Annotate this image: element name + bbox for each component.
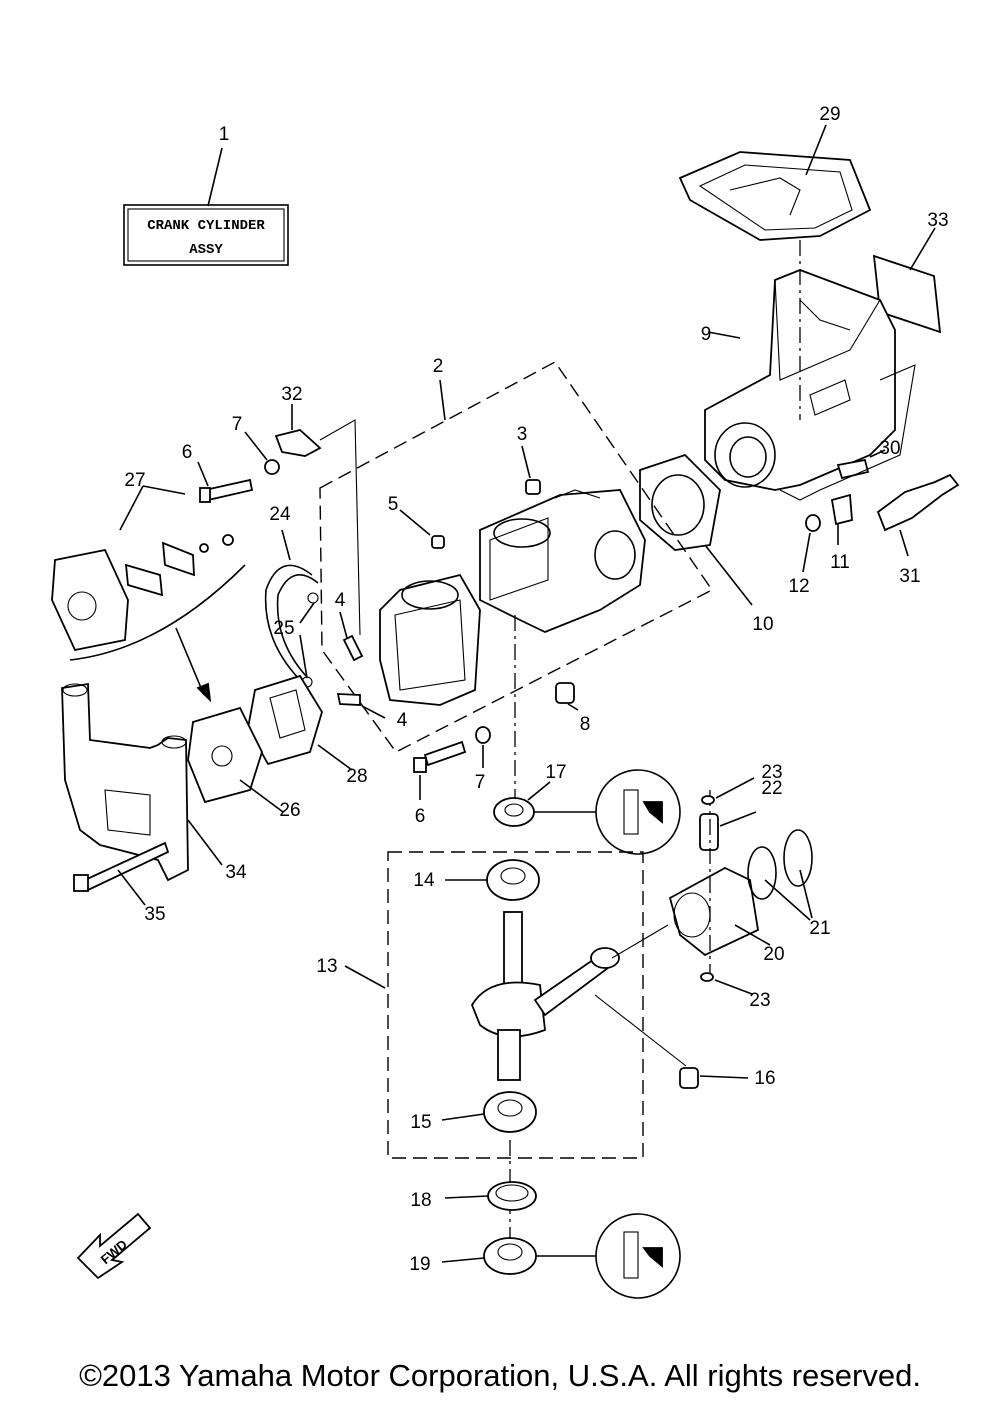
bearing-17 [493,769,681,855]
reed-27 [119,485,234,597]
piston-20 [611,866,771,959]
spark-plug-31 [876,473,960,557]
callout-10: 10 [752,614,773,635]
bearing-14 [445,859,540,901]
hose-24 [264,529,319,681]
callout-13: 13 [316,956,337,977]
callout-18: 18 [410,1190,431,1211]
callout-27: 27 [124,470,145,491]
callout-14: 14 [413,870,435,891]
callout-6b: 6 [415,806,426,827]
callout-20: 20 [763,944,784,965]
callout-28: 28 [346,766,367,787]
callout-26: 26 [279,800,300,821]
callout-21: 21 [809,918,830,939]
dowel-3 [521,445,541,495]
cylinder-group-outline-2 [319,361,714,753]
callout-15: 15 [410,1112,431,1133]
dowel-8 [555,682,579,711]
callout-3: 3 [517,424,528,445]
bolt-11 [830,493,853,545]
reed-plate [51,548,129,652]
copyright-notice: ©2013 Yamaha Motor Corporation, U.S.A. A… [79,1358,921,1393]
callout-7b: 7 [475,772,486,793]
clip-23a [701,777,755,805]
callout-31: 31 [899,566,920,587]
bearing-19 [441,1213,681,1299]
label-box-line2: ASSY [189,242,223,258]
callout-34: 34 [225,862,247,883]
callout-22: 22 [761,778,782,799]
bolt-4a [339,611,364,662]
callout-4a: 4 [335,590,346,611]
cylinder-block [479,489,646,633]
top-cover-29 [678,124,872,241]
callout-7a: 7 [232,414,243,435]
gasket-10 [639,453,753,606]
gasket-28 [247,674,353,771]
callout-24: 24 [269,504,291,525]
callout-25: 25 [273,618,294,639]
crank-cylinder-label: CRANK CYLINDER ASSY [123,147,289,266]
bolt-35 [73,841,170,906]
bolt-30 [836,449,886,480]
callout-29: 29 [819,104,840,125]
seal-18 [444,1181,537,1211]
dowel-5 [399,509,445,549]
callout-23a: 23 [761,762,782,783]
callout-32: 32 [281,384,302,405]
callout-8: 8 [580,714,591,735]
bearing-15 [441,1091,537,1133]
bracket-9 [704,240,896,491]
callout-12: 12 [788,576,809,597]
decal-33 [872,227,942,334]
washer-7a [244,431,280,475]
washer-12 [802,514,821,573]
bolt-6a [197,461,254,503]
callout-4b: 4 [397,710,408,731]
callout-16: 16 [754,1068,775,1089]
fwd-arrow-icon: FWD [76,1212,152,1280]
washer-7b [475,726,491,768]
callout-23b: 23 [749,990,770,1011]
callout-6a: 6 [182,442,193,463]
callout-labels: 1 2 3 4 4 5 6 6 7 7 8 9 10 11 12 13 14 1… [124,104,948,1275]
callout-5: 5 [388,494,399,515]
crankshaft [470,911,620,1081]
clip-32 [274,404,361,636]
callout-30: 30 [879,438,900,459]
callout-17: 17 [545,762,566,783]
bearing-16 [594,994,749,1089]
clip-23b [700,972,753,995]
part-26 [187,706,284,813]
crankshaft-group-outline-13 [387,851,644,1159]
bolt-6b [413,740,467,800]
callout-1: 1 [219,124,230,145]
callout-33: 33 [927,210,948,231]
piston-rings-21 [747,829,813,921]
manifold-34 [61,682,223,882]
callout-2: 2 [433,356,444,377]
piston-pin-22 [699,790,757,975]
crankcase-half [379,573,481,706]
bolt-4b [336,693,386,719]
callout-11: 11 [830,552,850,573]
label-box-line1: CRANK CYLINDER [147,218,265,234]
callout-35: 35 [144,904,165,925]
callout-19: 19 [409,1254,430,1275]
callout-9: 9 [701,324,712,345]
